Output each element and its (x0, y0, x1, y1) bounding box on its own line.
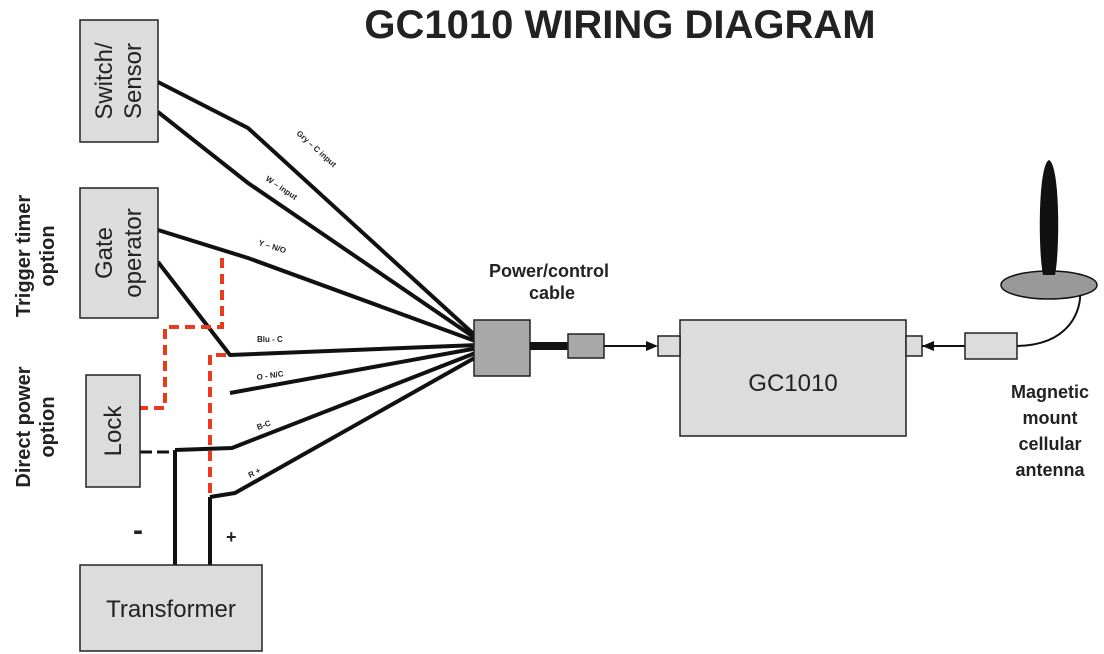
trigger-timer-label-line2: option (37, 225, 59, 286)
direct-power-label-line2: option (37, 396, 59, 457)
polarity-minus: - (133, 514, 143, 547)
wire-y-no (157, 228, 479, 344)
gate-operator-label-line2: operator (120, 208, 147, 297)
direct-power-dashed-wire (208, 353, 232, 493)
switch-sensor-label-line1: Switch/ (91, 42, 118, 120)
antenna: Magnetic mount cellular antenna (922, 160, 1098, 480)
gate-operator-box: Gate operator (79, 187, 159, 319)
trigger-option-dashed-wire (140, 258, 224, 410)
wire-bundle (156, 80, 480, 499)
wire-b-c (174, 350, 479, 452)
antenna-cable (1016, 289, 1082, 347)
antenna-label-line2: mount (1023, 408, 1078, 428)
wire-o-nc (229, 346, 479, 395)
gc1010-left-port (657, 335, 681, 357)
cable-connector (567, 333, 605, 359)
wire-label-gry-c-input: Gry – C input (295, 129, 339, 170)
antenna-whip (1039, 160, 1059, 275)
switch-sensor-box: Switch/ Sensor (79, 19, 159, 143)
cable-label-line1: Power/control (489, 261, 609, 281)
antenna-label-line1: Magnetic (1011, 382, 1089, 402)
diagram-title: GC1010 WIRING DIAGRAM (364, 3, 875, 47)
gc1010-right-port (905, 335, 923, 357)
cable-junction-block (473, 319, 531, 377)
gate-operator-label-line1: Gate (91, 227, 118, 279)
antenna-label-line4: antenna (1015, 460, 1085, 480)
antenna-magnetic-base (1000, 270, 1098, 300)
transformer-label: Transformer (106, 596, 236, 623)
option-dashed-paths (140, 258, 232, 493)
lock-box: Lock (85, 374, 141, 488)
wire-r-plus (209, 354, 479, 499)
wire-gry-c-input (157, 80, 480, 340)
power-control-cable: Power/control cable (473, 261, 658, 377)
antenna-label-line3: cellular (1018, 434, 1081, 454)
wire-w-input (156, 110, 480, 342)
gc1010-body (679, 319, 907, 437)
switch-sensor-label-line2: Sensor (120, 43, 147, 119)
polarity-plus: + (226, 527, 237, 547)
wire-label-y-no: Y – N/O (257, 238, 287, 255)
cable-label-line2: cable (529, 283, 575, 303)
gc1010-unit: GC1010 (657, 319, 923, 437)
wire-label-b-c: B-C (256, 418, 273, 431)
trigger-timer-label-line1: Trigger timer (13, 195, 35, 317)
gc1010-label: GC1010 (748, 370, 837, 397)
direct-power-label-line1: Direct power (13, 366, 35, 487)
wire-label-blu-c: Blu - C (257, 335, 283, 344)
transformer-leads (140, 450, 212, 565)
wire-blu-c (156, 260, 479, 357)
lock-label: Lock (100, 405, 127, 457)
transformer-box: Transformer (79, 564, 263, 652)
wire-label-o-nc: O - N/C (256, 369, 284, 382)
wire-labels: Gry – C input W – input Y – N/O Blu - C … (247, 129, 339, 480)
antenna-connector (964, 332, 1018, 360)
